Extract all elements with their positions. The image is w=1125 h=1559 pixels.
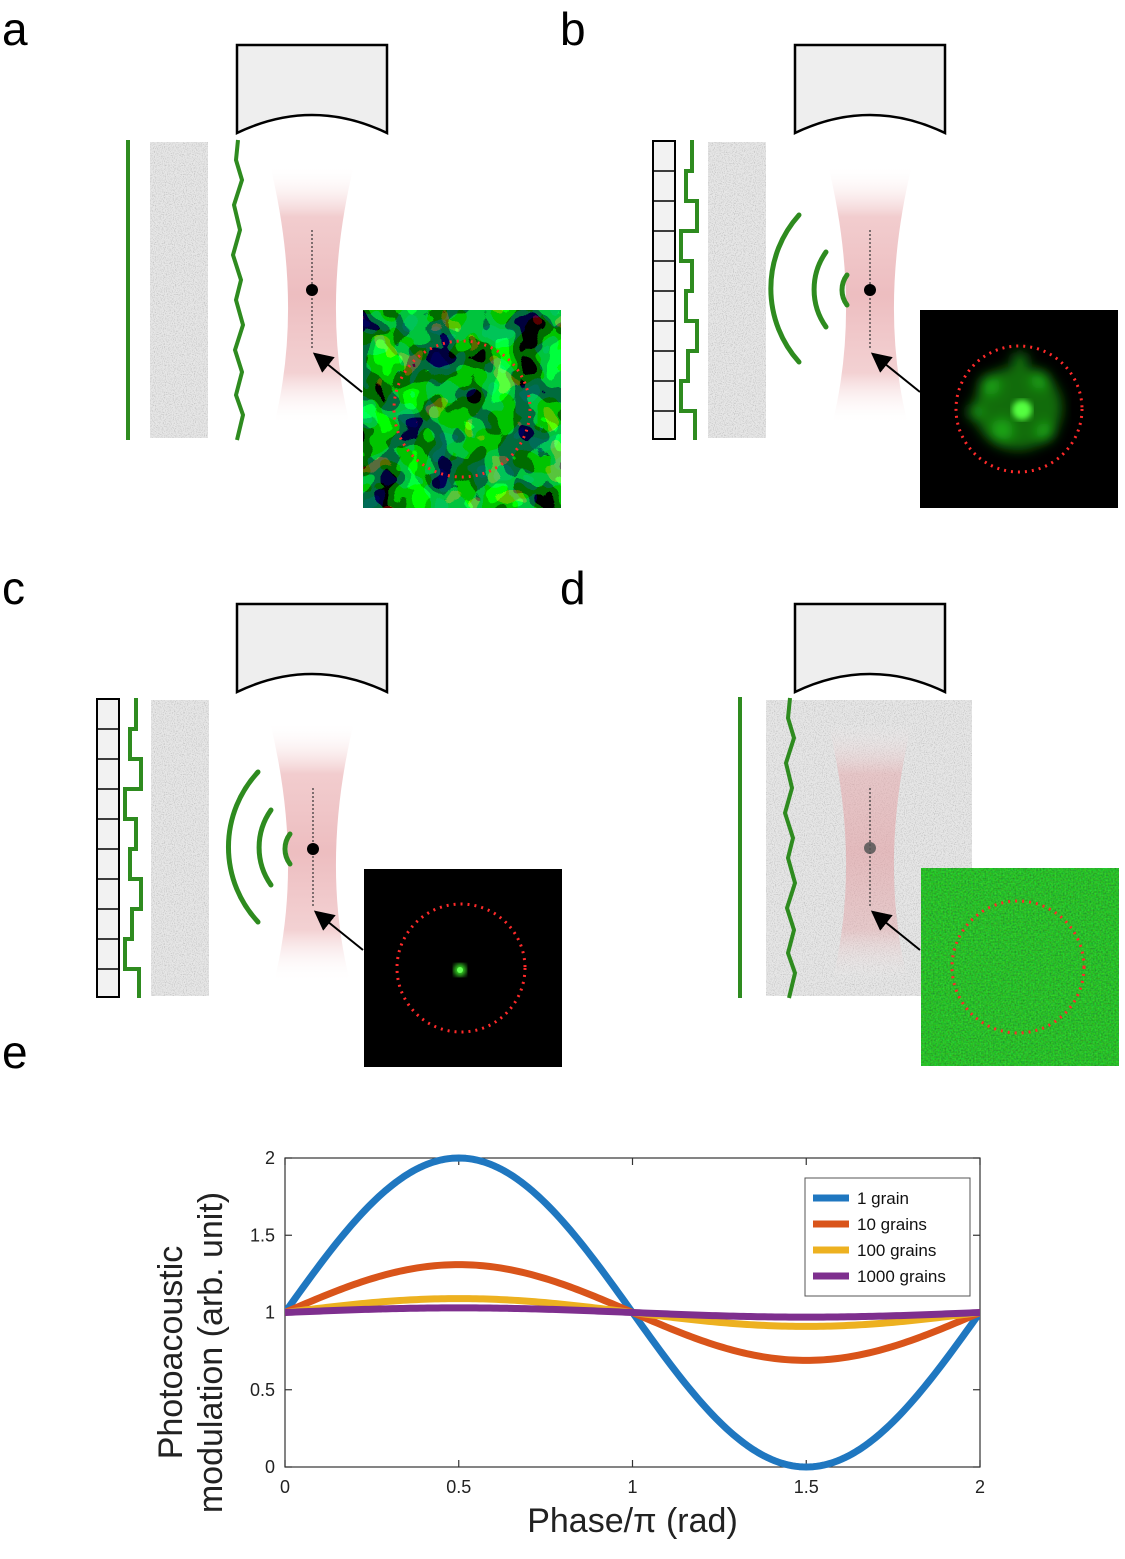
- transducer-c: [235, 602, 389, 694]
- converging-waves-b: [768, 212, 850, 365]
- x-tick-label: 0: [280, 1477, 290, 1497]
- shaped-wavefront-b: [679, 140, 699, 440]
- focus-ring-d: [950, 899, 1086, 1035]
- distorted-wavefront-a: [230, 139, 246, 441]
- arrow-c: [313, 910, 364, 951]
- arrow-a: [312, 352, 363, 393]
- y-axis-label-line2: modulation (arb. unit): [192, 1192, 230, 1513]
- scattering-medium-a: [150, 142, 208, 438]
- y-tick-label: 2: [265, 1148, 275, 1168]
- panel-c: c: [2, 562, 562, 1067]
- focus-ring-b: [954, 344, 1084, 474]
- absorber-d: [864, 842, 876, 854]
- scattering-medium-c: [151, 700, 209, 996]
- absorber-a: [306, 284, 318, 296]
- slm-b: [652, 140, 676, 440]
- scattering-medium-b: [708, 142, 766, 438]
- speckle-image-a: [363, 310, 561, 508]
- y-axis-label-line1: Photoacoustic: [152, 1246, 190, 1460]
- absorber-b: [864, 284, 876, 296]
- slm-c: [96, 698, 120, 998]
- panel-letter-d: d: [560, 562, 586, 614]
- absorber-c: [307, 843, 319, 855]
- legend-label-2: 100 grains: [857, 1241, 936, 1260]
- transducer-a: [235, 43, 389, 135]
- panel-letter-a: a: [2, 3, 28, 55]
- y-tick-label: 0.5: [250, 1380, 275, 1400]
- legend-label-0: 1 grain: [857, 1189, 909, 1208]
- panel-letter-e: e: [2, 1026, 28, 1078]
- legend-label-3: 1000 grains: [857, 1267, 946, 1286]
- focused-image-c: [364, 869, 562, 1067]
- converging-waves-c: [226, 769, 293, 925]
- y-tick-label: 1: [265, 1303, 275, 1323]
- speckle-image-d: [921, 868, 1119, 1066]
- panel-letter-b: b: [560, 3, 586, 55]
- y-tick-label: 1.5: [250, 1225, 275, 1245]
- legend-label-1: 10 grains: [857, 1215, 927, 1234]
- panel-d: d: [560, 562, 1119, 1066]
- arrow-d: [870, 910, 921, 951]
- x-tick-label: 0.5: [446, 1477, 471, 1497]
- focus-ring-c: [395, 902, 527, 1034]
- x-tick-label: 2: [975, 1477, 985, 1497]
- focus-ring-a: [392, 339, 532, 479]
- x-tick-label: 1.5: [794, 1477, 819, 1497]
- distorted-wavefront-d: [782, 697, 798, 999]
- series-line-3: [285, 1304, 980, 1321]
- transducer-d: [793, 602, 947, 694]
- panel-b: b: [560, 3, 1118, 508]
- transducer-b: [793, 43, 947, 135]
- focused-image-b: [920, 310, 1118, 508]
- shaped-wavefront-c: [123, 698, 143, 998]
- x-axis-label: Phase/π (rad): [527, 1502, 738, 1540]
- arrow-b: [870, 352, 921, 393]
- panel-a: a: [2, 3, 561, 508]
- x-tick-label: 1: [627, 1477, 637, 1497]
- panel-letter-c: c: [2, 562, 25, 614]
- y-tick-label: 0: [265, 1457, 275, 1477]
